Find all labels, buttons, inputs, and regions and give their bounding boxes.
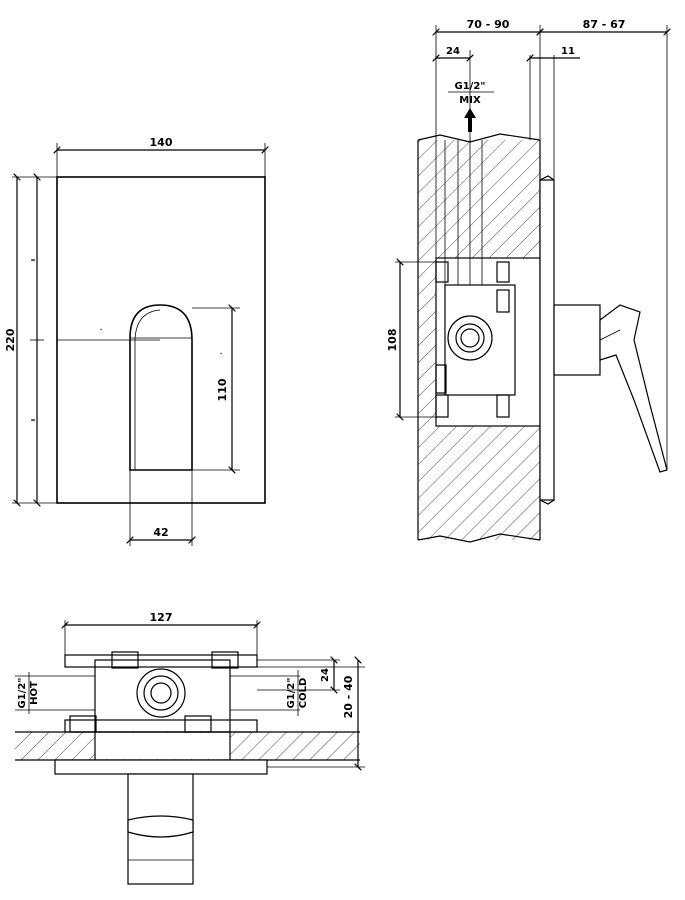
dim-wall-depth: 70 - 90 xyxy=(467,18,510,31)
dim-mount-depth: 20 - 40 xyxy=(342,675,355,718)
dim-box-height-108: 108 xyxy=(386,329,399,352)
svg-text:.: . xyxy=(100,325,102,332)
dim-plate-11: 11 xyxy=(561,46,575,57)
side-view: 70 - 90 87 - 67 24 11 G1/2" MIX 108 xyxy=(386,18,668,543)
dim-inlet-depth-24: 24 xyxy=(320,668,331,682)
dim-inner-depth-24: 24 xyxy=(446,46,460,57)
hot-label: HOT xyxy=(29,681,40,705)
mix-label: MIX xyxy=(459,95,481,106)
valve-body xyxy=(444,284,516,396)
cold-label: COLD xyxy=(298,678,309,709)
wall-plate xyxy=(539,179,555,501)
mix-size-label: G1/2" xyxy=(455,81,486,92)
top-valve-body xyxy=(94,659,231,733)
mix-outlet-port xyxy=(447,315,493,361)
dim-projection: 87 - 67 xyxy=(583,18,626,31)
dim-handle-width-42: 42 xyxy=(153,526,168,539)
svg-text:=: = xyxy=(30,257,35,264)
dim-box-width-127: 127 xyxy=(150,611,173,624)
arrow-up-icon xyxy=(464,108,476,132)
top-outlet-port xyxy=(136,668,186,718)
side-handle-lever xyxy=(599,304,668,473)
cold-size-label: G1/2" xyxy=(286,678,297,709)
dim-height-220: 220 xyxy=(4,328,17,351)
top-wall-plate xyxy=(54,759,268,775)
hot-size-label: G1/2" xyxy=(17,678,28,709)
svg-text:=: = xyxy=(30,417,35,424)
dim-width-140: 140 xyxy=(150,136,173,149)
top-view: 127 G1/2" HOT G1/2" COLD 24 20 - 40 xyxy=(15,611,365,885)
dim-handle-height-110: 110 xyxy=(216,378,229,401)
svg-text:.: . xyxy=(220,349,222,356)
handle-lever xyxy=(129,304,193,471)
front-view: 140 = = 220 110 . . 42 xyxy=(4,136,265,546)
